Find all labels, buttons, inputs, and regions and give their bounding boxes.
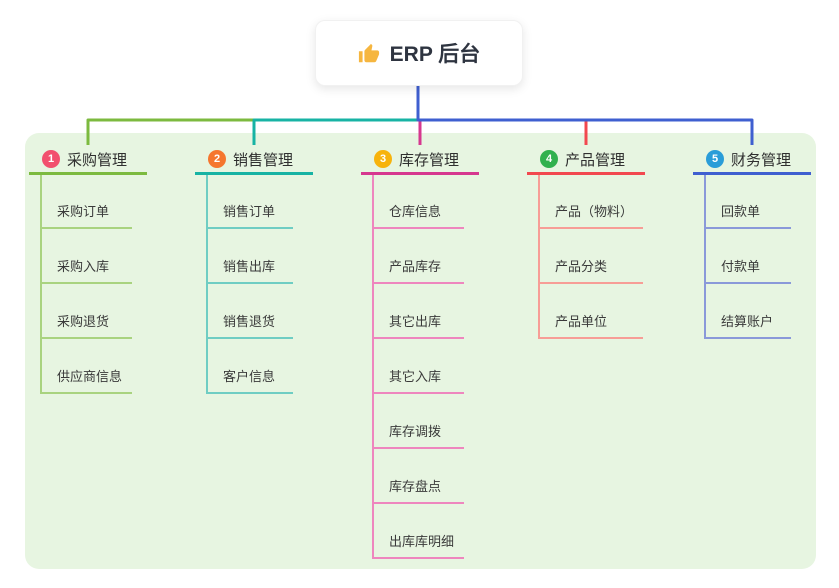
branch-number-badge: 1	[42, 150, 60, 168]
branch-header-1[interactable]: 1 采购管理	[29, 146, 147, 175]
child-node-label: 采购订单	[57, 204, 110, 219]
child-node-label: 出库库明细	[389, 534, 455, 549]
thumbs-up-icon	[358, 43, 379, 63]
child-node-label: 库存调拨	[389, 424, 442, 439]
child-node-label: 供应商信息	[57, 369, 123, 384]
branch-title: 财务管理	[731, 151, 792, 169]
branch-4: 4 产品管理 产品（物料） 产品分类产品单位	[527, 146, 645, 339]
branch-number-badge: 3	[374, 150, 392, 168]
child-node[interactable]: 供应商信息	[42, 339, 133, 394]
child-node-label: 销售订单	[223, 204, 276, 219]
child-node-label: 产品（物料）	[555, 204, 634, 219]
child-node-label: 产品库存	[389, 259, 442, 274]
branch-children: 采购订单采购入库采购退货供应商信息	[40, 175, 133, 394]
child-node[interactable]: 付款单	[706, 229, 791, 284]
child-node-label: 产品分类	[555, 259, 608, 274]
child-node[interactable]: 仓库信息	[374, 175, 465, 229]
child-node-label: 产品单位	[555, 314, 608, 329]
child-node-label: 采购退货	[57, 314, 110, 329]
child-node[interactable]: 采购订单	[42, 175, 133, 229]
child-node[interactable]: 客户信息	[208, 339, 293, 394]
child-node-label: 销售出库	[223, 259, 276, 274]
branch-children: 销售订单销售出库销售退货客户信息	[206, 175, 293, 394]
child-node-label: 其它出库	[389, 314, 442, 329]
child-node[interactable]: 产品单位	[540, 284, 644, 339]
branch-title: 采购管理	[67, 151, 128, 169]
branch-header-2[interactable]: 2 销售管理	[195, 146, 313, 175]
branch-2: 2 销售管理 销售订单销售出库销售退货客户信息	[195, 146, 313, 394]
branch-1: 1 采购管理 采购订单采购入库采购退货供应商信息	[29, 146, 147, 394]
branch-title: 销售管理	[233, 151, 294, 169]
branch-title: 产品管理	[565, 151, 626, 169]
branch-children: 产品（物料） 产品分类产品单位	[538, 175, 644, 339]
child-node-label: 仓库信息	[389, 204, 442, 219]
child-node-label: 付款单	[721, 259, 761, 274]
child-node[interactable]: 出库库明细	[374, 504, 465, 559]
branch-5: 5 财务管理 回款单付款单结算账户	[693, 146, 811, 339]
branch-header-3[interactable]: 3 库存管理	[361, 146, 479, 175]
child-node-label: 库存盘点	[389, 479, 442, 494]
child-node[interactable]: 库存调拨	[374, 394, 465, 449]
child-node[interactable]: 结算账户	[706, 284, 791, 339]
child-node-label: 销售退货	[223, 314, 276, 329]
branch-header-5[interactable]: 5 财务管理	[693, 146, 811, 175]
child-node[interactable]: 回款单	[706, 175, 791, 229]
child-node[interactable]: 销售退货	[208, 284, 293, 339]
child-node[interactable]: 销售出库	[208, 229, 293, 284]
child-node[interactable]: 产品（物料）	[540, 175, 644, 229]
branch-children: 回款单付款单结算账户	[704, 175, 791, 339]
branch-title: 库存管理	[399, 151, 460, 169]
branches-panel	[25, 133, 816, 569]
branch-number-badge: 2	[208, 150, 226, 168]
child-node[interactable]: 采购退货	[42, 284, 133, 339]
child-node[interactable]: 产品库存	[374, 229, 465, 284]
child-node-label: 结算账户	[721, 314, 774, 329]
child-node-label: 其它入库	[389, 369, 442, 384]
root-node[interactable]: ERP 后台	[315, 20, 523, 86]
branch-number-badge: 4	[540, 150, 558, 168]
child-node[interactable]: 其它入库	[374, 339, 465, 394]
root-node-label: ERP 后台	[389, 43, 481, 66]
branch-number-badge: 5	[706, 150, 724, 168]
branch-header-4[interactable]: 4 产品管理	[527, 146, 645, 175]
child-node[interactable]: 采购入库	[42, 229, 133, 284]
child-node[interactable]: 其它出库	[374, 284, 465, 339]
child-node[interactable]: 产品分类	[540, 229, 644, 284]
child-node-label: 客户信息	[223, 369, 276, 384]
branch-3: 3 库存管理 仓库信息产品库存其它出库其它入库库存调拨库存盘点出库库明细	[361, 146, 479, 559]
branch-children: 仓库信息产品库存其它出库其它入库库存调拨库存盘点出库库明细	[372, 175, 465, 559]
child-node-label: 采购入库	[57, 259, 110, 274]
child-node[interactable]: 库存盘点	[374, 449, 465, 504]
child-node-label: 回款单	[721, 204, 761, 219]
child-node[interactable]: 销售订单	[208, 175, 293, 229]
